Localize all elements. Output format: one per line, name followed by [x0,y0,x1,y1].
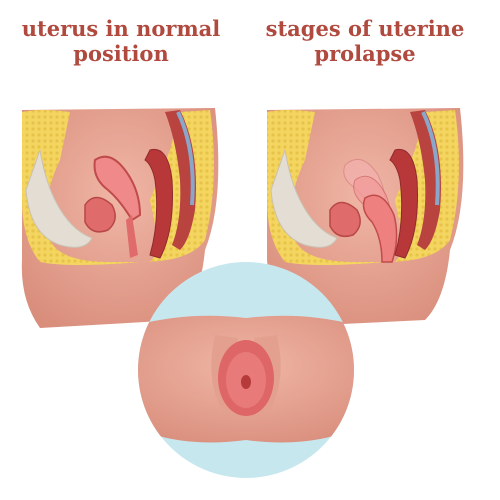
external-view-circle [138,262,354,478]
title-prolapse-line1: stages of uterine [265,16,465,41]
prolapse-stage-3 [362,194,398,263]
right-bone [270,149,338,248]
right-spine-blue [421,111,440,206]
left-spine-blue [176,111,195,206]
title-normal-position: uterus in normal position [6,16,236,66]
right-bladder [329,201,361,238]
title-prolapse-stages: stages of uterine prolapse [250,16,480,66]
left-bladder [84,196,116,233]
title-normal-line2: position [73,41,169,66]
cervix-opening [241,375,251,389]
left-vaginal-canal [126,215,138,258]
right-rectum [389,148,418,259]
left-rectum [144,148,173,259]
left-uterus [93,155,142,222]
title-normal-line1: uterus in normal [21,16,221,41]
left-bone [25,149,93,248]
normal-position-diagram [21,108,219,328]
prolapse-stages-diagram [267,108,464,326]
title-prolapse-line2: prolapse [314,41,416,66]
